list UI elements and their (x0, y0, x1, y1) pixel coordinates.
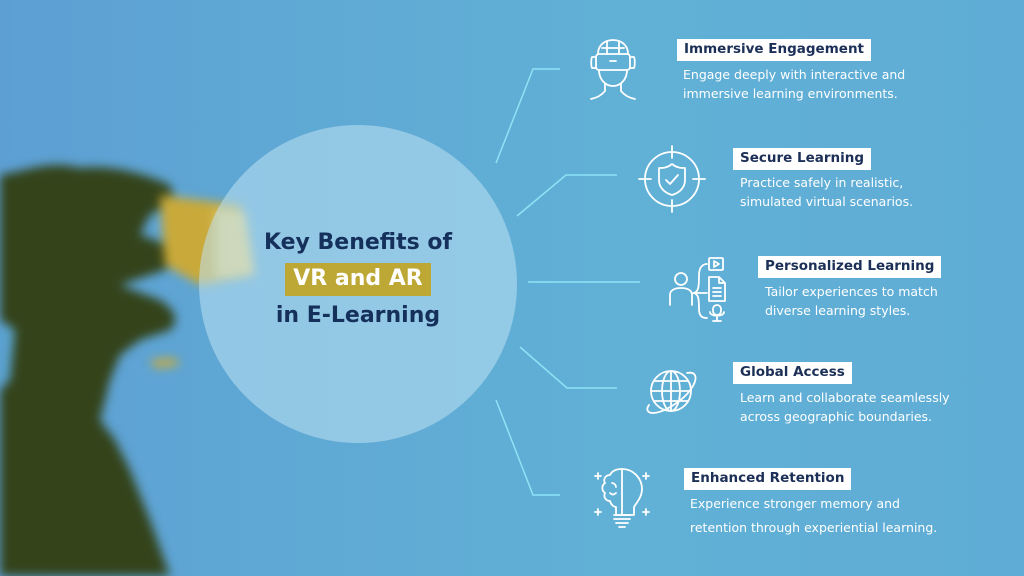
benefit-title: Enhanced Retention (684, 468, 852, 490)
benefit-desc-line-2: diverse learning styles. (765, 303, 911, 318)
benefit-desc-line-2: retention through experiential learning. (690, 520, 938, 535)
benefit-desc-line-2: immersive learning environments. (683, 86, 898, 101)
shield-target-icon (638, 145, 706, 213)
hero-title: Key Benefits of VR and AR in E-Learning (199, 228, 517, 330)
connector-2 (516, 174, 617, 217)
benefit-desc-line-1: Engage deeply with interactive and (683, 67, 906, 82)
hero-highlight: VR and AR (285, 263, 431, 296)
brain-lightbulb-icon (594, 468, 650, 528)
benefit-desc-line-1: Learn and collaborate seamlessly (740, 390, 950, 405)
benefit-desc-line-1: Practice safely in realistic, (740, 175, 904, 190)
connector-5 (495, 399, 560, 496)
benefit-desc-line-2: simulated virtual scenarios. (740, 194, 914, 209)
globe-icon (646, 370, 697, 414)
benefit-title: Immersive Engagement (677, 39, 872, 61)
hero-line-1: Key Benefits of (263, 230, 453, 255)
hero-line-3: in E-Learning (275, 303, 441, 328)
benefit-title: Global Access (733, 362, 852, 384)
connector-4 (519, 346, 617, 389)
connector-1 (495, 68, 560, 164)
benefit-desc-line-1: Experience stronger memory and (690, 496, 900, 511)
benefit-desc-line-2: across geographic boundaries. (740, 409, 933, 424)
personalized-content-icon (669, 257, 726, 322)
benefit-title: Secure Learning (733, 148, 872, 170)
benefit-desc-line-1: Tailor experiences to match (765, 284, 938, 299)
benefit-title: Personalized Learning (758, 256, 942, 278)
vr-headset-icon (590, 39, 636, 100)
